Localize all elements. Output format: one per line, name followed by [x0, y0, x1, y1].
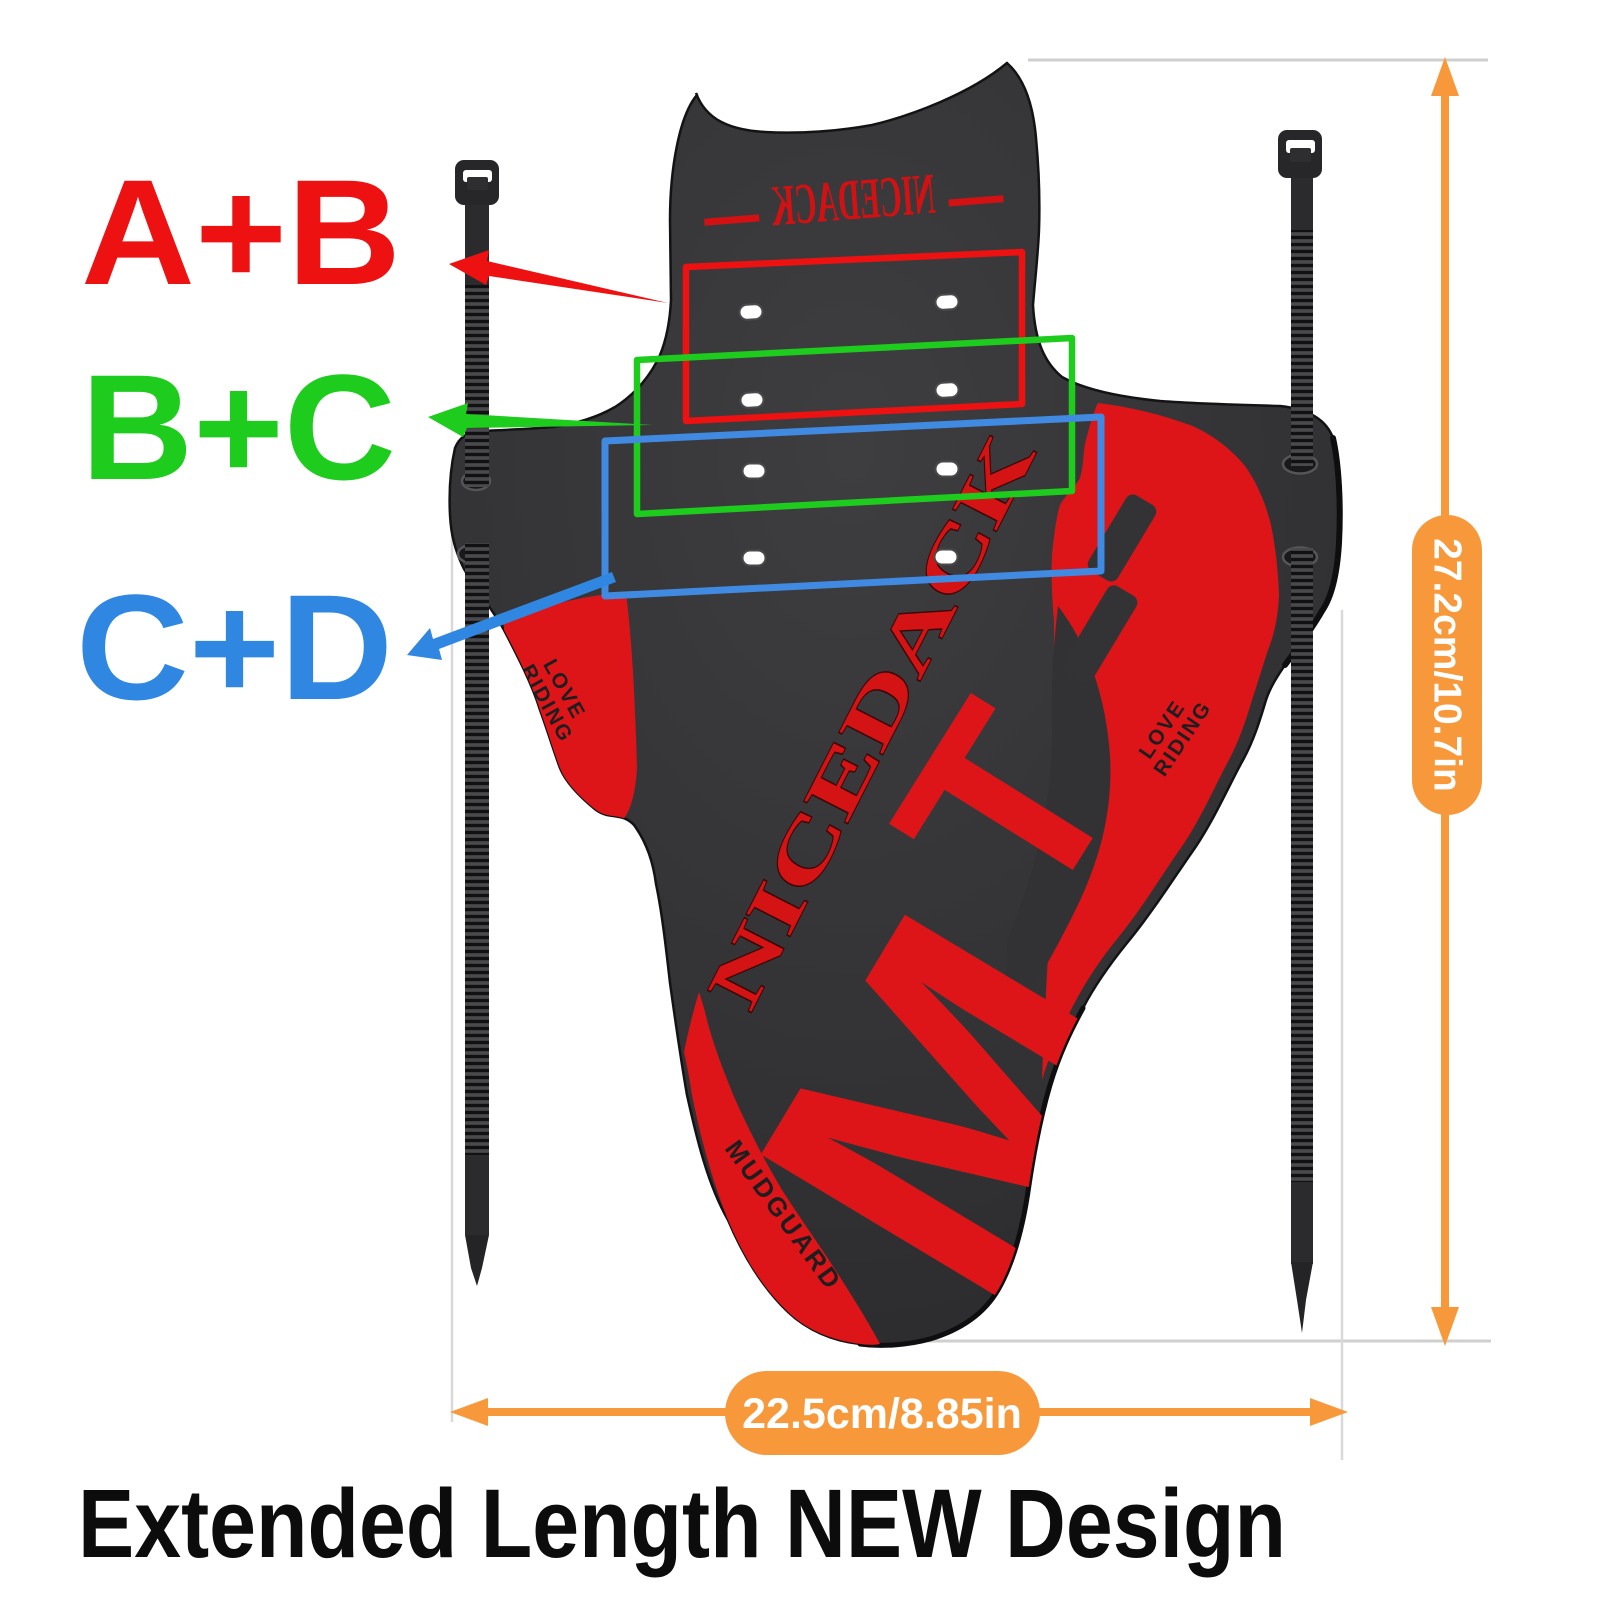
svg-text:NICEDACK: NICEDACK — [769, 161, 938, 238]
svg-text:B+C: B+C — [81, 343, 396, 511]
svg-text:C+D: C+D — [76, 563, 393, 731]
svg-text:Extended Length NEW Design: Extended Length NEW Design — [78, 1469, 1286, 1578]
svg-text:A+B: A+B — [81, 148, 401, 316]
svg-text:27.2cm/10.7in: 27.2cm/10.7in — [1426, 538, 1469, 792]
svg-text:22.5cm/8.85in: 22.5cm/8.85in — [742, 1390, 1022, 1438]
